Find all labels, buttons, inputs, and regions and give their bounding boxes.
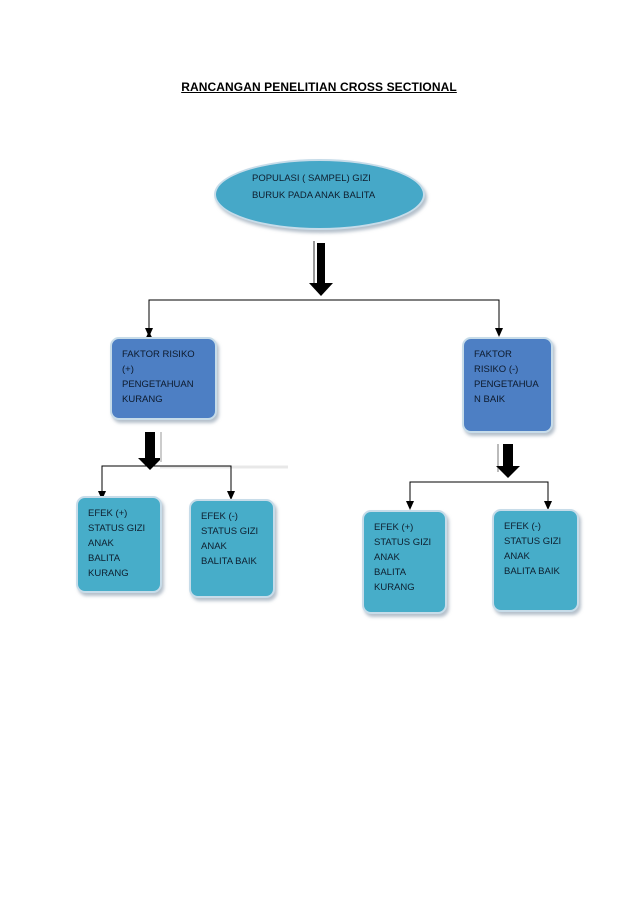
connector-right <box>409 481 549 505</box>
population-node <box>214 159 425 230</box>
risk-negative-box: FAKTOR RISIKO (-) PENGETAHUA N BAIK <box>462 337 553 433</box>
connector-top <box>146 299 500 338</box>
diagram-title: RANCANGAN PENELITIAN CROSS SECTIONAL <box>181 80 457 94</box>
arrowhead-left <box>145 328 153 337</box>
effect-positive-left-box: EFEK (+) STATUS GIZI ANAK BALITA KURANG <box>76 496 162 593</box>
effect-positive-right-box: EFEK (+) STATUS GIZI ANAK BALITA KURANG <box>362 510 447 614</box>
population-label: POPULASI ( SAMPEL) GIZI BURUK PADA ANAK … <box>252 173 376 201</box>
effect-negative-right-box: EFEK (-) STATUS GIZI ANAK BALITA BAIK <box>492 509 579 612</box>
connector-left <box>101 465 232 495</box>
risk-positive-box: FAKTOR RISIKO (+) PENGETAHUAN KURANG <box>110 337 217 420</box>
down-arrow-left <box>138 432 162 470</box>
effect-negative-left-box: EFEK (-) STATUS GIZI ANAK BALITA BAIK <box>189 499 275 598</box>
down-arrow-right <box>496 444 520 478</box>
down-arrow-main <box>309 241 333 296</box>
arrowhead-right <box>495 328 503 337</box>
